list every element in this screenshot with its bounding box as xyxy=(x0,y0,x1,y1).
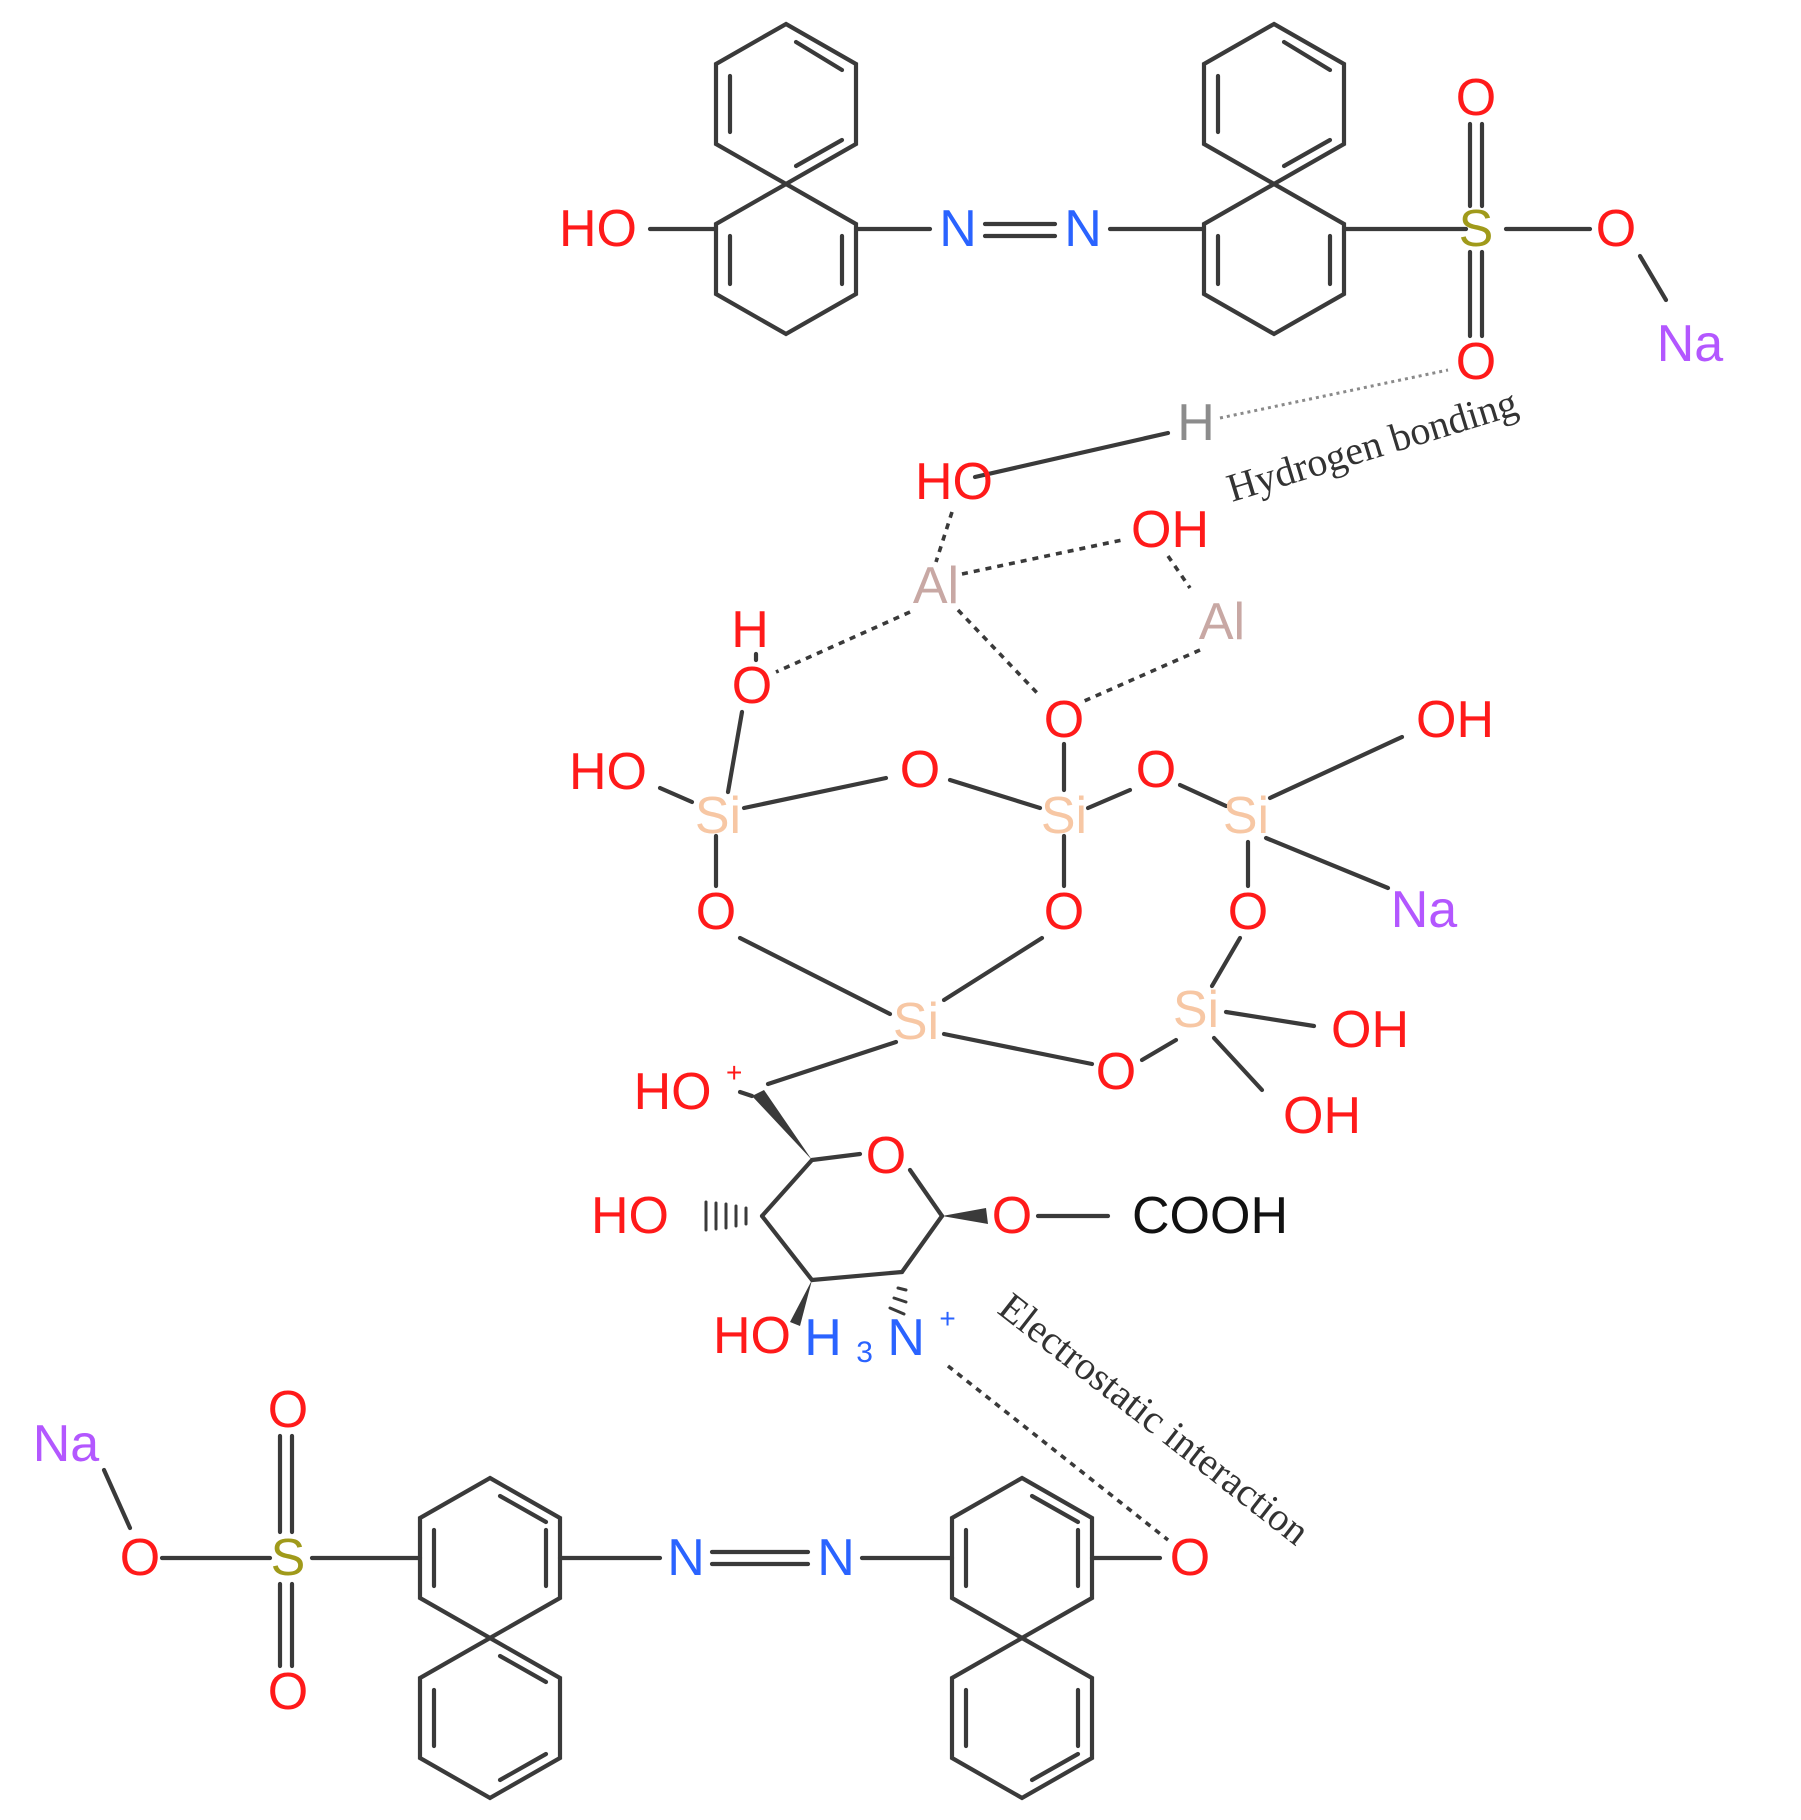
top-dye-sulfonyl-oxygen-up: O xyxy=(1456,69,1496,127)
bottom-dye-azo-nitrogen-1: N xyxy=(667,1529,705,1587)
silicon-atom-3: Si xyxy=(1223,787,1269,845)
bottom-dye-azo-nitrogen-2: N xyxy=(817,1529,855,1587)
ammonium-subscript: 3 xyxy=(856,1336,873,1369)
top-dye-sulfur: S xyxy=(1459,200,1494,258)
aluminum-atom-1: Al xyxy=(913,557,959,615)
top-dye-sulfonyl-oxygen-down: O xyxy=(1456,333,1496,391)
sugar-hydroxyl-left: HO xyxy=(591,1187,669,1245)
top-dye-azo-nitrogen-1: N xyxy=(939,200,977,258)
siloxane-oxygen-3-5: O xyxy=(1228,883,1268,941)
glycosidic-oxygen: O xyxy=(992,1187,1032,1245)
bottom-dye-sodium: Na xyxy=(33,1415,100,1473)
siloxane-oxygen-1-4: O xyxy=(696,883,736,941)
top-right-ring-lower xyxy=(1201,181,1347,337)
aluminol-oh-bridge: OH xyxy=(1131,501,1209,559)
silanol-ho-left: HO xyxy=(569,743,647,801)
silanol-hydrogen: H xyxy=(731,601,769,659)
protonated-hydroxyl-label: HO xyxy=(634,1063,712,1121)
sugar-hydroxyl-bottom: HO xyxy=(713,1307,791,1365)
silanol-oh-right: OH xyxy=(1416,691,1494,749)
top-left-ring-lower xyxy=(713,181,859,337)
hydrogen-bond-hydrogen: H xyxy=(1177,394,1215,452)
top-left-ring-upper xyxy=(713,21,859,187)
top-dye-hydroxyl-label: HO xyxy=(559,200,637,258)
bottom-dye-sulfonyl-oxygen-up: O xyxy=(268,1381,308,1439)
bottom-dye-molecule: Na O S O O N N O xyxy=(33,1381,1210,1801)
siloxane-oxygen-4-5: O xyxy=(1096,1043,1136,1101)
ammonium-charge: + xyxy=(939,1303,955,1334)
bottom-dye-sulfonate-oxygen: O xyxy=(120,1529,160,1587)
top-right-ring-upper xyxy=(1201,21,1347,187)
silicon-atom-5: Si xyxy=(1173,981,1219,1039)
protonated-hydroxyl-charge: + xyxy=(726,1057,742,1088)
hydrogen-bond-annotation: H Hydrogen bonding xyxy=(972,368,1523,511)
ammonium-group: H 3 N + xyxy=(804,1303,956,1382)
aluminosilicate-framework: HO OH Al Al H O O OH HO Si O Si O Si O O… xyxy=(569,453,1494,1145)
silanol-oxygen: O xyxy=(732,657,772,715)
siloxane-oxygen-2-3: O xyxy=(1136,741,1176,799)
aluminum-atom-2: Al xyxy=(1199,593,1245,651)
aluminol-ho-top: HO xyxy=(915,453,993,511)
hashed-bond-left xyxy=(704,1200,748,1232)
bottom-left-ring-upper xyxy=(417,1475,563,1641)
bottom-dye-phenoxide-oxygen: O xyxy=(1170,1529,1210,1587)
bottom-left-ring-lower xyxy=(417,1635,563,1801)
silanol-oh-5a: OH xyxy=(1331,1001,1409,1059)
bridging-oxygen-al: O xyxy=(1044,691,1084,749)
silicon-atom-2: Si xyxy=(1041,787,1087,845)
silanol-oh-5b: OH xyxy=(1283,1087,1361,1145)
silicon-atom-4: Si xyxy=(893,993,939,1051)
siloxane-oxygen-1-2: O xyxy=(900,741,940,799)
top-dye-sodium: Na xyxy=(1657,315,1724,373)
electrostatic-interaction-label: Electrostatic interaction xyxy=(990,1284,1318,1554)
top-dye-molecule: HO N N S O O O Na xyxy=(559,21,1724,391)
ammonium-hydrogen: H xyxy=(804,1309,842,1367)
protonated-hydroxyl: HO + xyxy=(634,1057,743,1122)
bottom-dye-sulfonyl-oxygen-down: O xyxy=(268,1663,308,1721)
hydrogen-bonding-label: Hydrogen bonding xyxy=(1221,380,1522,511)
carboxyl-group: COOH xyxy=(1132,1187,1288,1245)
silicon-atom-1: Si xyxy=(695,787,741,845)
pyranose-ring-oxygen: O xyxy=(866,1127,906,1185)
siloxane-oxygen-2-4: O xyxy=(1044,883,1084,941)
ammonium-nitrogen: N xyxy=(887,1309,925,1367)
hashed-bond-bottom xyxy=(888,1286,908,1316)
top-dye-sulfonate-oxygen: O xyxy=(1596,200,1636,258)
chitosan-unit: HO + O HO O COOH HO H 3 N + Electrostati… xyxy=(591,1057,1318,1554)
framework-sodium: Na xyxy=(1391,881,1458,939)
top-dye-azo-nitrogen-2: N xyxy=(1064,200,1102,258)
bottom-dye-sulfur: S xyxy=(271,1529,306,1587)
bottom-right-ring-lower xyxy=(949,1635,1095,1801)
bottom-right-ring-upper xyxy=(949,1475,1095,1641)
